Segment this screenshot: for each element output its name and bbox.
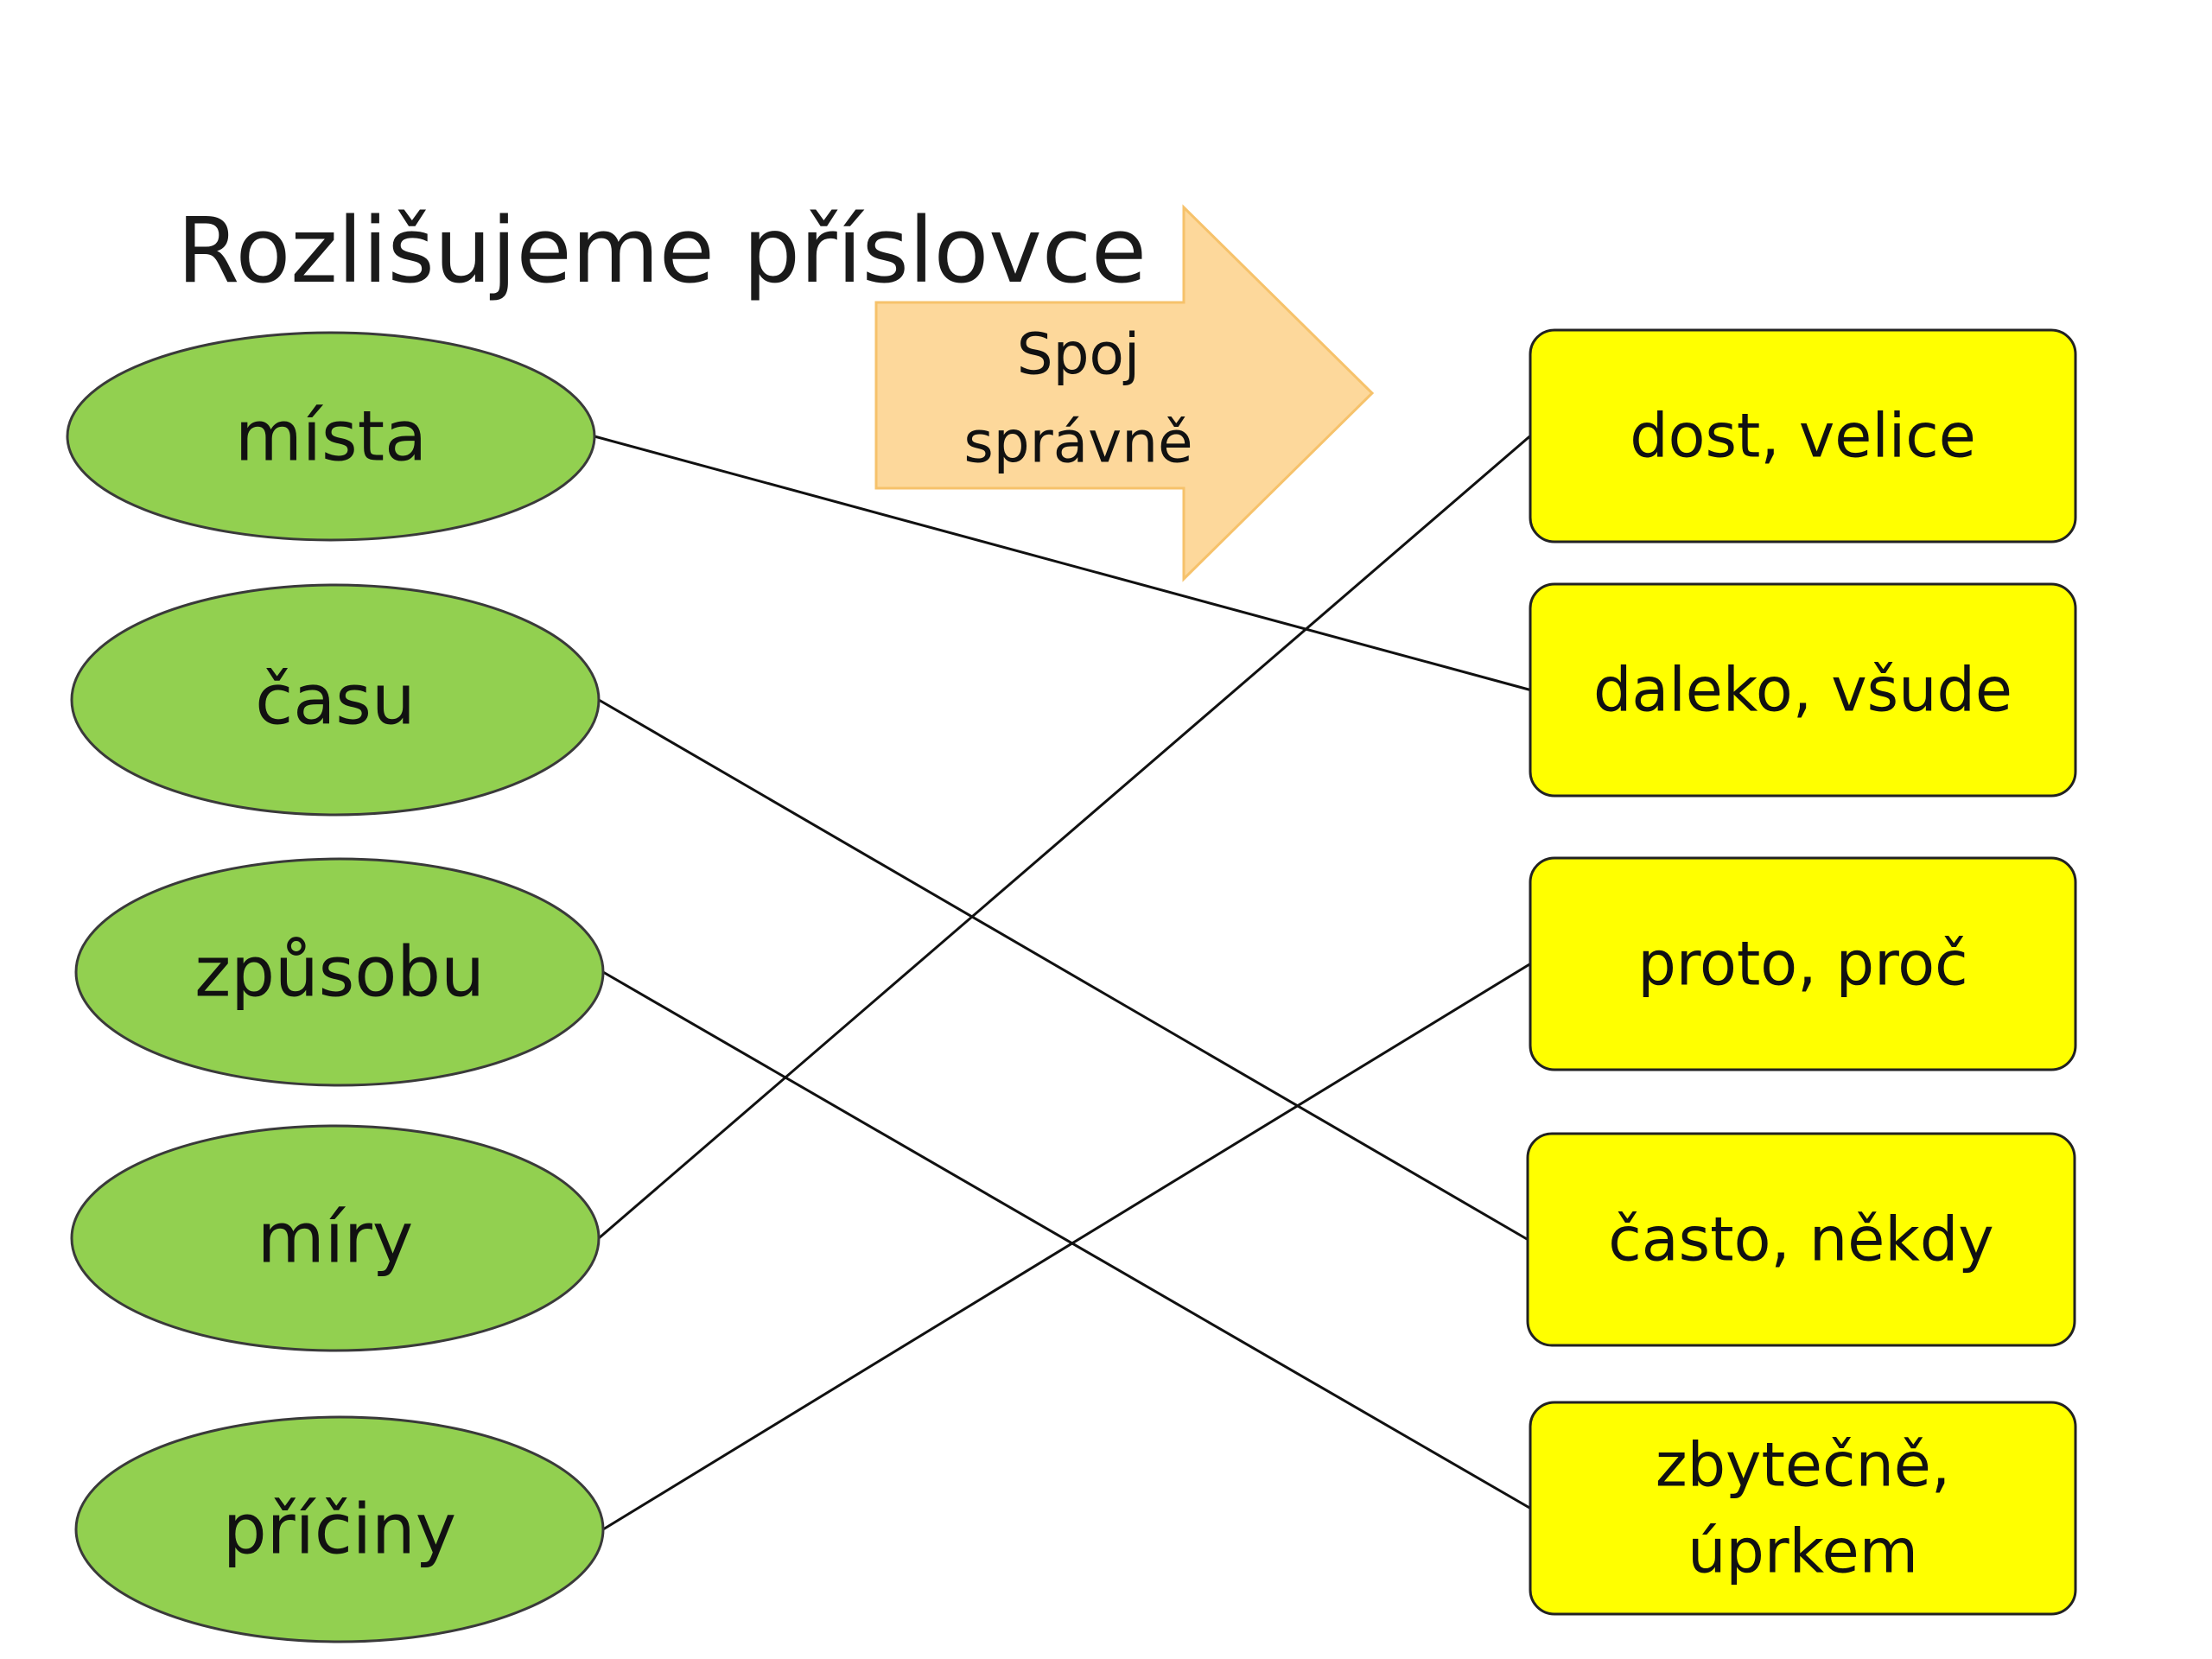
left-node-miry[interactable]: míry (70, 1124, 601, 1352)
arrow-layer: Spoj správně (874, 204, 1375, 582)
right-node-dost[interactable]: dost, velice (1529, 328, 2077, 543)
right-node-casto[interactable]: často, někdy (1526, 1132, 2076, 1347)
right-node-label: zbytečně, (1656, 1430, 1950, 1501)
right-node-shape (1529, 328, 2077, 543)
right-nodes: dost, velice daleko, všude proto, proč čast… (1526, 328, 2077, 1616)
left-node-shape (70, 583, 601, 817)
left-node-label: způsobu (194, 932, 485, 1013)
connector-zpusobu-zbytecne (602, 970, 1531, 1510)
left-node-shape (70, 1124, 601, 1352)
left-node-label: příčiny (223, 1490, 456, 1570)
right-node-proto[interactable]: proto, proč (1529, 856, 2077, 1071)
left-node-mista[interactable]: místa (66, 331, 596, 542)
right-node-daleko[interactable]: daleko, všude (1529, 582, 2077, 798)
left-node-label: míry (257, 1198, 413, 1279)
right-node-label: často, někdy (1608, 1205, 1993, 1275)
right-node-label: daleko, všude (1593, 655, 2012, 726)
right-node-shape (1529, 582, 2077, 798)
right-node-shape (1526, 1132, 2076, 1347)
left-node-zpusobu[interactable]: způsobu (74, 857, 605, 1087)
arrow-label-line-2: správně (963, 410, 1192, 476)
left-node-label: místa (235, 397, 427, 477)
left-node-shape (66, 331, 596, 542)
arrow-label-line-1: Spoj (1017, 321, 1141, 388)
left-node-shape (74, 1415, 605, 1643)
right-node-shape (1529, 1401, 2077, 1616)
right-node-label: úprkem (1688, 1516, 1918, 1587)
block-arrow (874, 204, 1375, 582)
left-node-priciny[interactable]: příčiny (74, 1415, 605, 1643)
left-node-casu[interactable]: času (70, 583, 601, 817)
connector-priciny-proto (602, 963, 1531, 1531)
left-nodes: místa času způsobu míry příčiny (66, 331, 605, 1643)
left-node-label: času (255, 660, 415, 741)
right-node-shape (1529, 856, 2077, 1071)
connector-casu-casto (598, 698, 1529, 1241)
connector-miry-dost (598, 435, 1531, 1240)
right-node-label: proto, proč (1637, 929, 1967, 1000)
page-title: Rozlišujeme příslovce (177, 198, 1147, 303)
left-node-shape (74, 857, 605, 1087)
connections-layer (594, 435, 1531, 1531)
connector-mista-daleko (594, 435, 1531, 691)
right-node-label: dost, velice (1630, 401, 1976, 472)
right-node-zbytecne[interactable]: zbytečně, úprkem (1529, 1401, 2077, 1616)
